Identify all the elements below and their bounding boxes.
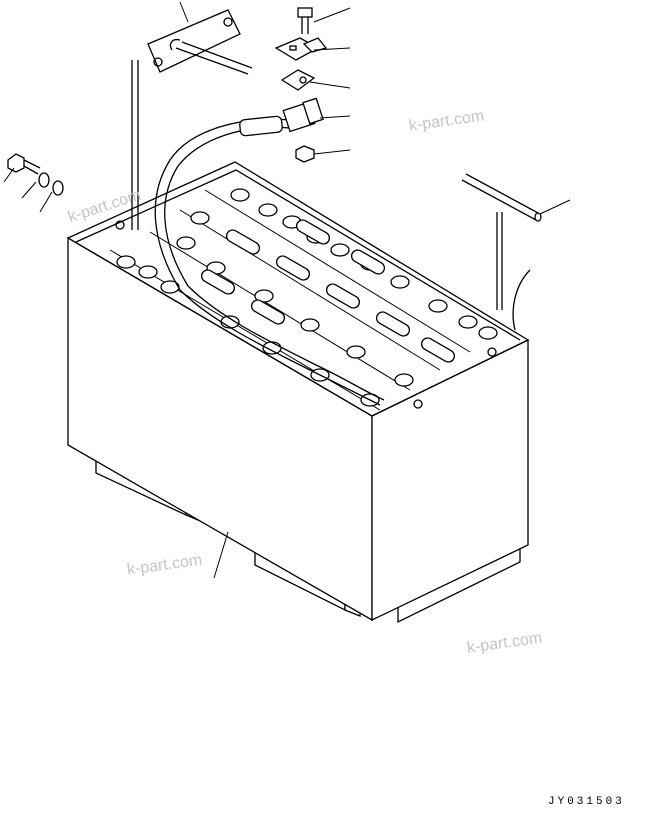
hold-down-rod-right	[496, 212, 503, 310]
cell-terminals	[116, 188, 498, 407]
battery-cells	[109, 188, 498, 411]
terminal-washer	[280, 69, 316, 91]
screw-icon	[297, 7, 313, 34]
leader-lines	[3, 1, 571, 579]
battery-connector	[282, 97, 324, 133]
battery-cable	[154, 115, 531, 406]
hold-down-bracket	[147, 9, 253, 75]
hold-down-rod-left	[131, 60, 139, 230]
case-holes	[115, 220, 497, 409]
spring-washer-icon	[52, 180, 64, 196]
fastener-stack	[274, 7, 328, 163]
terminal-plate	[274, 37, 328, 61]
side-fasteners	[7, 153, 64, 196]
bolt-icon	[7, 153, 41, 175]
nut-icon	[295, 145, 315, 163]
washer-icon	[38, 172, 50, 188]
battery-case	[66, 161, 530, 622]
figure-code: JY031503	[548, 796, 625, 808]
lifting-rod	[461, 173, 542, 222]
cell-connectors	[200, 219, 456, 363]
